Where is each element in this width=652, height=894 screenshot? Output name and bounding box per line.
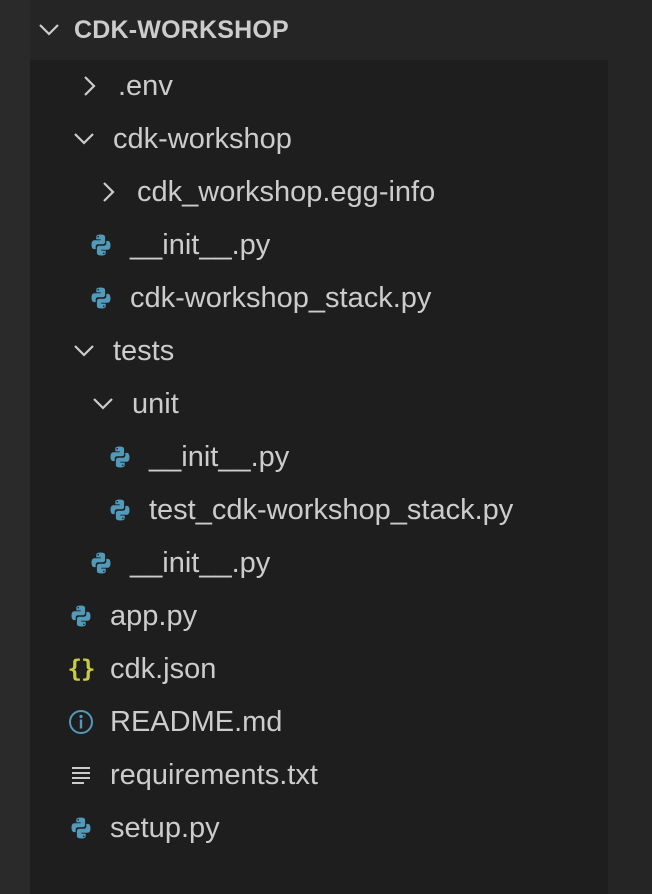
tree-item-unit-folder[interactable]: unit (90, 378, 179, 430)
tree-item-init-py[interactable]: __init__.py (88, 219, 270, 271)
chevron-right-icon[interactable] (76, 73, 102, 99)
tree-item-label: cdk.json (110, 652, 217, 685)
python-icon (107, 444, 133, 470)
tree-item-setup-py[interactable]: setup.py (68, 802, 220, 854)
python-icon (68, 815, 94, 841)
tree-item-label: __init__.py (149, 440, 290, 473)
tree-item-label: app.py (110, 599, 198, 632)
tree-item-label: cdk-workshop_stack.py (130, 281, 432, 314)
tree-item-label: test_cdk-workshop_stack.py (149, 493, 514, 526)
tree-item-app-py[interactable]: app.py (68, 590, 197, 642)
tree-item-unit-init-py[interactable]: __init__.py (107, 431, 289, 483)
tree-item-cdk-workshop-folder[interactable]: cdk-workshop (71, 113, 292, 165)
tree-item-tests-init-py[interactable]: __init__.py (88, 537, 270, 589)
chevron-down-icon[interactable] (38, 19, 60, 41)
tree-item-tests-folder[interactable]: tests (71, 325, 174, 377)
tree-item-label: setup.py (110, 811, 220, 844)
tree-item-label: README.md (110, 705, 283, 738)
python-icon (88, 550, 114, 576)
chevron-down-icon[interactable] (71, 126, 97, 152)
tree-item-label: unit (132, 387, 179, 420)
tree-item-cdk-json[interactable]: {} cdk.json (67, 643, 217, 695)
python-icon (107, 497, 133, 523)
tree-item-env-folder[interactable]: .env (76, 60, 173, 112)
json-icon: {} (67, 655, 96, 683)
tree-item-readme[interactable]: README.md (68, 696, 282, 748)
tree-item-label: requirements.txt (110, 758, 318, 791)
tree-item-test-stack-py[interactable]: test_cdk-workshop_stack.py (107, 484, 513, 536)
tree-item-stack-py[interactable]: cdk-workshop_stack.py (88, 272, 431, 324)
activity-gutter (0, 0, 30, 894)
chevron-down-icon[interactable] (90, 391, 116, 417)
tree-item-label: __init__.py (130, 546, 271, 579)
python-icon (88, 232, 114, 258)
text-lines-icon (68, 762, 94, 788)
tree-item-label: tests (113, 334, 175, 367)
tree-item-label: cdk_workshop.egg-info (137, 175, 436, 208)
tree-item-egg-info-folder[interactable]: cdk_workshop.egg-info (95, 166, 435, 218)
tree-item-label: __init__.py (130, 228, 271, 261)
python-icon (68, 603, 94, 629)
chevron-down-icon[interactable] (71, 338, 97, 364)
chevron-right-icon[interactable] (95, 179, 121, 205)
python-icon (88, 285, 114, 311)
info-icon (68, 709, 94, 735)
tree-item-requirements[interactable]: requirements.txt (68, 749, 318, 801)
explorer-panel (30, 60, 608, 894)
tree-item-label: .env (118, 69, 173, 102)
explorer-section-header[interactable]: CDK-WORKSHOP (0, 0, 652, 60)
tree-item-label: cdk-workshop (113, 122, 292, 155)
section-title: CDK-WORKSHOP (74, 15, 289, 44)
